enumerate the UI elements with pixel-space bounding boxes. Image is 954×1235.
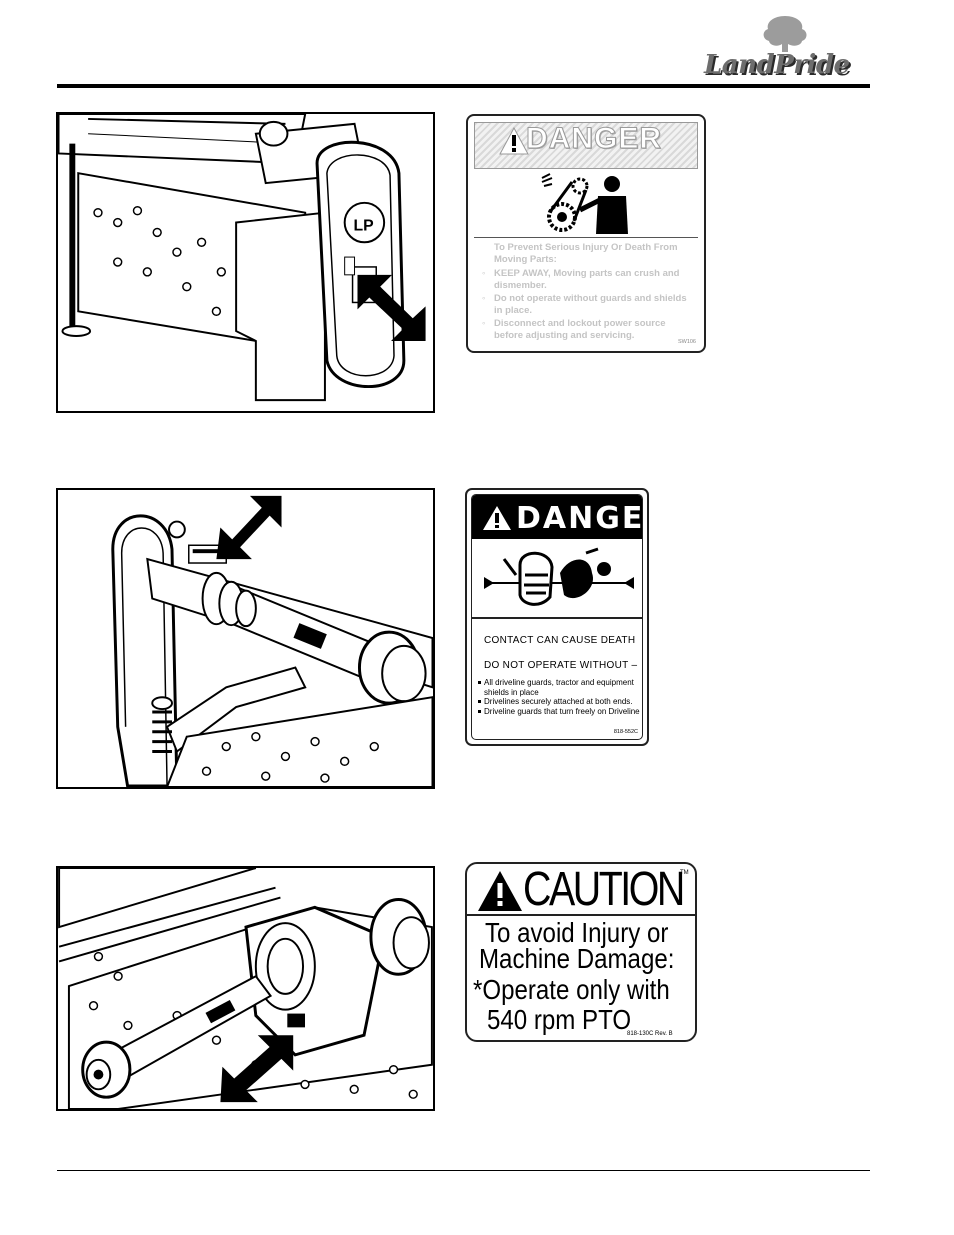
instructions-list: KEEP AWAY, Moving parts can crush and di… <box>482 268 694 342</box>
list-item: Driveline guards that turn freely on Dri… <box>478 707 642 717</box>
alert-triangle-icon <box>478 871 522 911</box>
tree-icon <box>763 16 807 52</box>
decal-text-line: 540 rpm PTO <box>487 1004 632 1035</box>
list-item: Do not operate without guards and shield… <box>482 293 694 317</box>
hand-in-chain-pictogram-icon <box>541 173 628 234</box>
entanglement-pictogram-icon <box>484 547 634 606</box>
list-item: Disconnect and lockout power source befo… <box>482 318 694 342</box>
svg-text:LP: LP <box>354 217 374 234</box>
header-rule <box>57 84 870 88</box>
decal-text-line: Machine Damage: <box>479 943 675 974</box>
decal-part-number: 818-130C Rev. B <box>627 1031 673 1037</box>
decal-warning-line: DO NOT OPERATE WITHOUT – <box>484 660 638 671</box>
caution-decal-pto-speed: CAUTION TM To avoid Injury or Machine Da… <box>465 862 697 1042</box>
list-item: KEEP AWAY, Moving parts can crush and di… <box>482 268 694 292</box>
danger-decal-driveline: DANGER CONTACT CAN CAUSE DEATH DO NOT OP… <box>465 488 649 746</box>
instructions-heading: To Prevent Serious Injury Or Death From … <box>494 242 678 265</box>
alert-triangle-icon <box>499 126 529 155</box>
decal-part-number: SW106 <box>677 339 696 345</box>
decal-divider <box>467 914 695 916</box>
decal-part-number: 818-552C <box>613 729 638 735</box>
footer-rule <box>57 1170 870 1171</box>
signal-word-band: DANGER <box>472 495 642 539</box>
brand-wordmark: LandPride <box>704 50 850 80</box>
decal-inner-border: DANGER CONTACT CAN CAUSE DEATH DO NOT OP… <box>471 494 643 740</box>
decal-instructions: To Prevent Serious Injury Or Death From … <box>482 242 694 343</box>
trademark-mark: TM <box>680 870 689 876</box>
land-pride-logo: LandPride <box>698 14 874 82</box>
list-item: Drivelines securely attached at both end… <box>478 697 642 707</box>
decal-warning-line: CONTACT CAN CAUSE DEATH <box>484 635 636 646</box>
decal-divider <box>472 617 642 619</box>
photo-pto-decal-location <box>56 866 435 1111</box>
alert-triangle-icon <box>483 506 511 530</box>
signal-word: DANGER <box>525 122 663 156</box>
instructions-list: All driveline guards, tractor and equipm… <box>478 678 642 717</box>
signal-word: CAUTION <box>523 863 685 916</box>
decal-divider <box>474 237 698 238</box>
decal-text-line: To avoid Injury or <box>485 917 669 948</box>
list-item: All driveline guards, tractor and equipm… <box>478 678 642 697</box>
photo-driveline-decal-location <box>56 488 435 789</box>
photo-gearbox-decal-location: LP <box>56 112 435 413</box>
decal-text-line: *Operate only with <box>473 974 670 1005</box>
signal-word: DANGER <box>516 501 643 536</box>
danger-decal-moving-parts: DANGER To Prevent Serious Injury Or Deat… <box>466 114 706 353</box>
